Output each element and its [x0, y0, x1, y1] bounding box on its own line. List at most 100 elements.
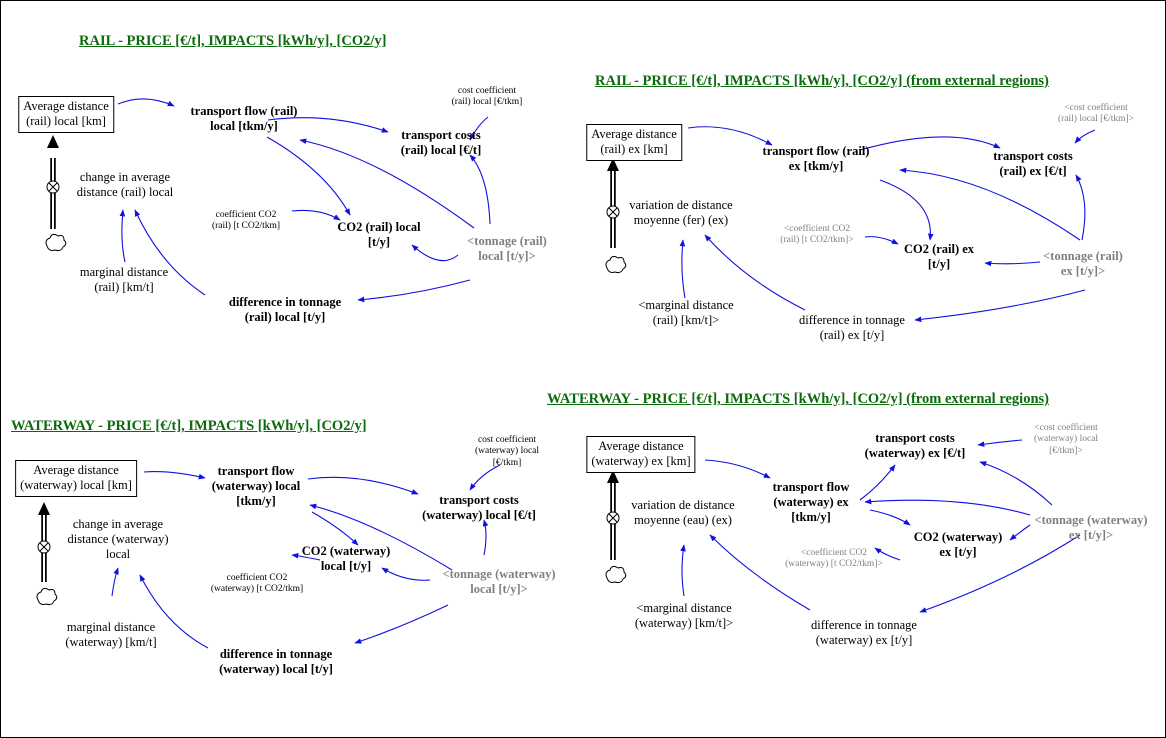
- variable-transport-costs-rail-ex[interactable]: transport costs (rail) ex [€/t]: [993, 149, 1073, 178]
- variable-co2-rail-local[interactable]: CO2 (rail) local [t/y]: [337, 220, 421, 249]
- link: [1009, 524, 1031, 541]
- variable-cost-coefficient-rail-local[interactable]: cost coefficient (rail) local [€/tkm]: [451, 86, 523, 108]
- flow-pipes: [37, 135, 620, 582]
- link: [117, 98, 175, 107]
- link: [1074, 129, 1096, 144]
- rail-local-links: [117, 98, 491, 303]
- stock-average-distance-rail-local[interactable]: Average distance (rail) local [km]: [18, 96, 114, 133]
- stock-average-distance-rail-ex[interactable]: Average distance (rail) ex [km]: [586, 124, 682, 161]
- link: [266, 136, 351, 216]
- flow-change-average-distance-waterway-local[interactable]: change in average distance (waterway) lo…: [67, 517, 169, 561]
- link: [899, 167, 1081, 241]
- link: [864, 498, 1031, 516]
- variable-cost-coefficient-waterway-local[interactable]: cost coefficient (waterway) local [€/tkm…: [474, 435, 540, 468]
- link: [111, 567, 119, 597]
- cloud-icon: [45, 233, 67, 252]
- variable-transport-costs-rail-local[interactable]: transport costs (rail) local [€/t]: [400, 128, 482, 157]
- variable-coefficient-co2-waterway[interactable]: coefficient CO2 (waterway) [t CO2/tkm]: [210, 573, 304, 595]
- rail-ex-flow-pipe: [606, 158, 620, 248]
- link: [299, 138, 475, 229]
- flow-variation-distance-eau-ex[interactable]: variation de distance moyenne (eau) (ex): [631, 498, 735, 527]
- link: [267, 117, 389, 133]
- shadow-cost-coefficient-waterway-ex[interactable]: <cost coefficient (waterway) local [€/tk…: [1033, 423, 1099, 456]
- link: [411, 244, 459, 262]
- variable-transport-flow-waterway-ex[interactable]: transport flow (waterway) ex [tkm/y]: [772, 480, 850, 524]
- shadow-coefficient-co2-rail-ex[interactable]: <coefficient CO2 (rail) [t CO2/tkm]>: [780, 224, 854, 246]
- link: [1075, 174, 1086, 241]
- variable-transport-costs-waterway-ex[interactable]: transport costs (waterway) ex [€/t]: [864, 431, 966, 460]
- link: [357, 279, 471, 303]
- variable-difference-tonnage-rail-local[interactable]: difference in tonnage (rail) local [t/y]: [228, 295, 342, 324]
- shadow-coefficient-co2-waterway-ex[interactable]: <coefficient CO2 (waterway) [t CO2/tkm]>: [785, 548, 883, 570]
- variable-transport-flow-waterway-local[interactable]: transport flow (waterway) local [tkm/y]: [211, 464, 301, 508]
- shadow-marginal-distance-waterway-ex[interactable]: <marginal distance (waterway) [km/t]>: [634, 601, 734, 630]
- link: [914, 289, 1086, 323]
- link: [979, 461, 1053, 506]
- link: [704, 459, 771, 479]
- variable-marginal-distance-waterway[interactable]: marginal distance (waterway) [km/t]: [65, 620, 157, 649]
- shadow-tonnage-waterway-ex[interactable]: <tonnage (waterway) ex [t/y]>: [1034, 513, 1148, 542]
- link: [704, 234, 806, 311]
- cloud-icon: [36, 587, 58, 606]
- section-title-waterway-local: WATERWAY - PRICE [€/t], IMPACTS [kWh/y],…: [11, 418, 367, 434]
- link: [143, 471, 206, 480]
- link: [709, 534, 811, 611]
- link: [977, 439, 1023, 447]
- link: [864, 236, 899, 245]
- variable-difference-tonnage-waterway-ex[interactable]: difference in tonnage (waterway) ex [t/y…: [811, 618, 917, 647]
- shadow-tonnage-waterway-local[interactable]: <tonnage (waterway) local [t/y]>: [442, 567, 556, 596]
- variable-difference-tonnage-rail-ex[interactable]: difference in tonnage (rail) ex [t/y]: [799, 313, 905, 342]
- shadow-marginal-distance-rail-ex[interactable]: <marginal distance (rail) [km/t]>: [638, 298, 734, 327]
- waterway-local-links: [111, 464, 501, 649]
- link: [307, 476, 419, 495]
- variable-co2-waterway-local[interactable]: CO2 (waterway) local [t/y]: [301, 544, 391, 573]
- link: [919, 534, 1081, 613]
- variable-transport-flow-rail-ex[interactable]: transport flow (rail) ex [tkm/y]: [762, 144, 870, 173]
- link: [874, 547, 901, 561]
- link: [381, 567, 431, 581]
- section-title-rail-ex: RAIL - PRICE [€/t], IMPACTS [kWh/y], [CO…: [595, 73, 1049, 89]
- link: [984, 260, 1041, 267]
- link: [482, 519, 489, 556]
- waterway-ex-links: [680, 439, 1081, 613]
- link: [869, 509, 911, 526]
- link: [680, 544, 686, 597]
- shadow-cost-coefficient-rail-ex[interactable]: <cost coefficient (rail) local [€/tkm]>: [1057, 103, 1135, 125]
- variable-transport-flow-rail-local[interactable]: transport flow (rail) local [tkm/y]: [190, 104, 298, 133]
- cloud-icon: [605, 255, 627, 274]
- link: [859, 464, 896, 501]
- link: [469, 116, 489, 141]
- stock-average-distance-waterway-ex[interactable]: Average distance (waterway) ex [km]: [586, 436, 696, 473]
- section-title-rail-local: RAIL - PRICE [€/t], IMPACTS [kWh/y], [CO…: [79, 33, 387, 49]
- cloud-icon: [605, 565, 627, 584]
- section-title-waterway-ex: WATERWAY - PRICE [€/t], IMPACTS [kWh/y],…: [547, 391, 1049, 407]
- flow-variation-distance-fer-ex[interactable]: variation de distance moyenne (fer) (ex): [629, 198, 733, 227]
- shadow-tonnage-rail-local[interactable]: <tonnage (rail) local [t/y]>: [467, 234, 547, 263]
- link: [291, 553, 321, 561]
- rail-ex-links: [679, 126, 1096, 323]
- link: [859, 136, 1001, 151]
- link: [687, 126, 773, 146]
- rail-local-flow-pipe: [46, 135, 60, 229]
- link: [291, 209, 341, 221]
- link: [354, 604, 449, 644]
- stock-average-distance-waterway-local[interactable]: Average distance (waterway) local [km]: [15, 460, 137, 497]
- clouds: [36, 233, 627, 606]
- variable-co2-waterway-ex[interactable]: CO2 (waterway) ex [t/y]: [913, 530, 1003, 559]
- waterway-local-flow-pipe: [37, 502, 51, 582]
- link: [119, 209, 126, 263]
- flow-change-average-distance-rail-local[interactable]: change in average distance (rail) local: [76, 170, 174, 199]
- variable-coefficient-co2-rail[interactable]: coefficient CO2 (rail) [t CO2/tkm]: [211, 210, 281, 232]
- variable-co2-rail-ex[interactable]: CO2 (rail) ex [t/y]: [903, 242, 975, 271]
- link: [309, 503, 453, 571]
- variable-marginal-distance-rail[interactable]: marginal distance (rail) [km/t]: [79, 265, 169, 294]
- link: [679, 239, 686, 299]
- link: [469, 464, 501, 491]
- link: [311, 511, 359, 546]
- variable-difference-tonnage-waterway-local[interactable]: difference in tonnage (waterway) local […: [219, 647, 333, 676]
- variable-transport-costs-waterway-local[interactable]: transport costs (waterway) local [€/t]: [422, 493, 536, 522]
- shadow-tonnage-rail-ex[interactable]: <tonnage (rail) ex [t/y]>: [1043, 249, 1123, 278]
- link: [879, 179, 934, 241]
